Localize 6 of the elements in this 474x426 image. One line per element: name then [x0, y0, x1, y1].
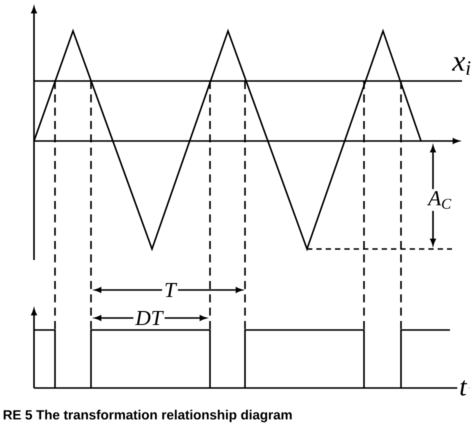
dimension-label: A$_{C}$: [426, 189, 454, 211]
dimension-label: T: [162, 281, 178, 299]
caption: RE 5 The transformation relationship diagram: [4, 410, 292, 422]
axis-label: x$_{i}$: [450, 55, 474, 77]
axis-label: t: [457, 378, 469, 398]
dimension-label: DT: [133, 309, 165, 327]
